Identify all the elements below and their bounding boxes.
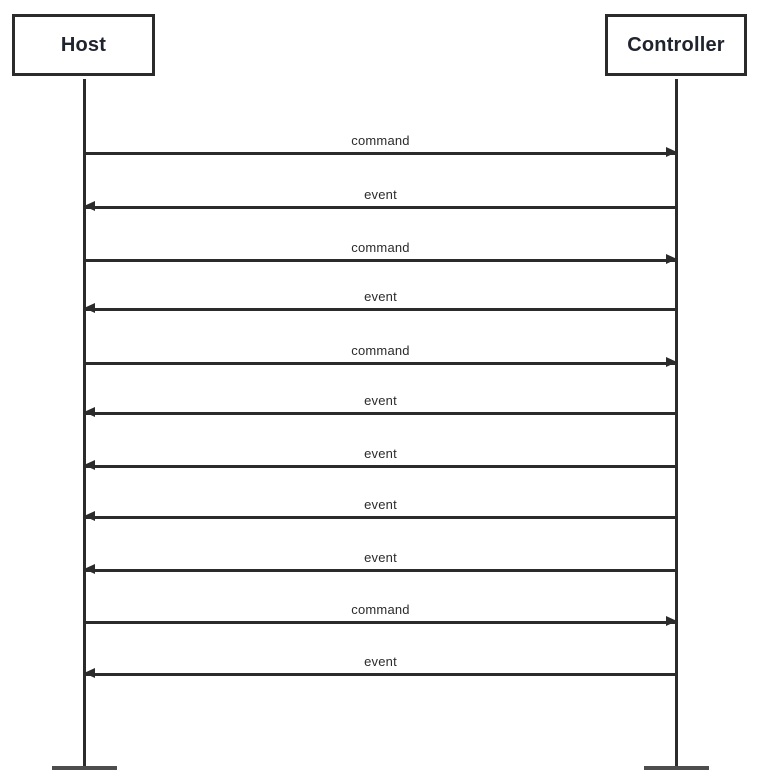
message-label: event [364,289,397,304]
message-line [84,615,677,626]
message-line [84,510,677,521]
message-label: event [364,393,397,408]
message-line [84,406,677,417]
actor-box-host: Host [12,14,155,76]
message-label: event [364,497,397,512]
message-label: command [351,240,410,255]
actor-label-controller: Controller [627,33,725,56]
message-line [84,667,677,678]
message-label: event [364,550,397,565]
lifeline-foot-host [52,766,117,770]
message-line [84,200,677,211]
arrowhead-right-icon [666,146,677,157]
actor-label-host: Host [60,33,107,56]
arrowhead-right-icon [666,356,677,367]
message-line [84,356,677,367]
message-line [84,302,677,313]
arrowhead-left-icon [84,459,95,470]
message-label: command [351,602,410,617]
message-line [84,146,677,157]
arrowhead-right-icon [666,253,677,264]
lifeline-controller [675,79,678,768]
arrowhead-left-icon [84,510,95,521]
lifeline-host [83,79,86,768]
actor-box-controller: Controller [605,14,747,76]
message-label: command [351,343,410,358]
arrowhead-left-icon [84,406,95,417]
message-label: event [364,187,397,202]
message-label: command [351,133,410,148]
message-label: event [364,446,397,461]
arrowhead-left-icon [84,563,95,574]
message-label: event [364,654,397,669]
arrowhead-right-icon [666,615,677,626]
arrowhead-left-icon [84,667,95,678]
arrowhead-left-icon [84,302,95,313]
arrowhead-left-icon [84,200,95,211]
lifeline-foot-controller [644,766,709,770]
message-line [84,253,677,264]
message-line [84,459,677,470]
message-line [84,563,677,574]
